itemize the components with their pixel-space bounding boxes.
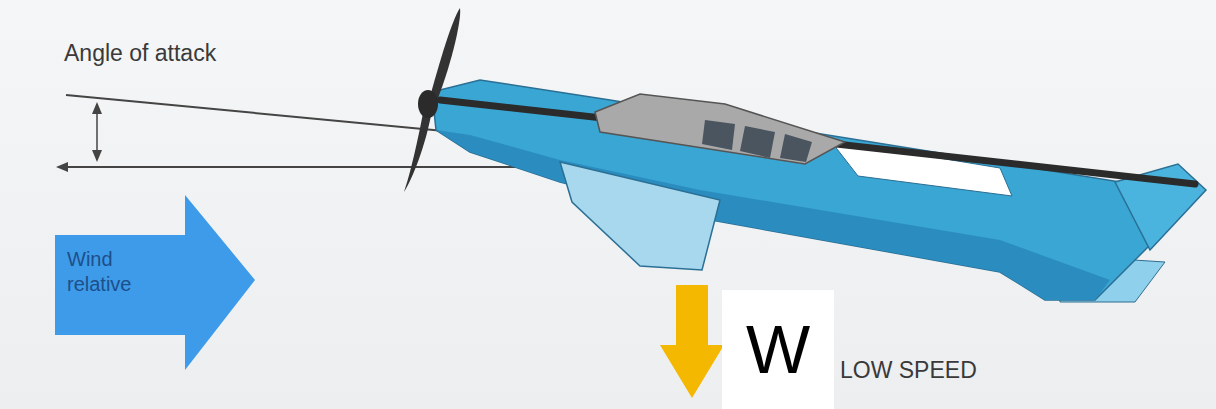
wind-arrow: Wind relative xyxy=(55,195,255,370)
weight-box: W xyxy=(722,290,834,409)
cabin xyxy=(595,94,845,164)
angle-arrow xyxy=(96,104,98,160)
window xyxy=(702,120,735,150)
speed-label: LOW SPEED xyxy=(840,357,977,384)
wind-line xyxy=(58,166,562,168)
window xyxy=(740,126,775,158)
propeller-blade xyxy=(404,108,432,192)
fuselage xyxy=(432,80,1200,300)
weight-arrow xyxy=(660,285,724,398)
node-text: W xyxy=(746,307,810,392)
window xyxy=(780,134,812,162)
angle-label: Angle of attack xyxy=(64,40,216,67)
arrow-fill xyxy=(55,195,255,370)
wing xyxy=(560,162,720,270)
propeller-hub xyxy=(418,90,438,118)
node-text: Wind relative xyxy=(67,247,177,297)
